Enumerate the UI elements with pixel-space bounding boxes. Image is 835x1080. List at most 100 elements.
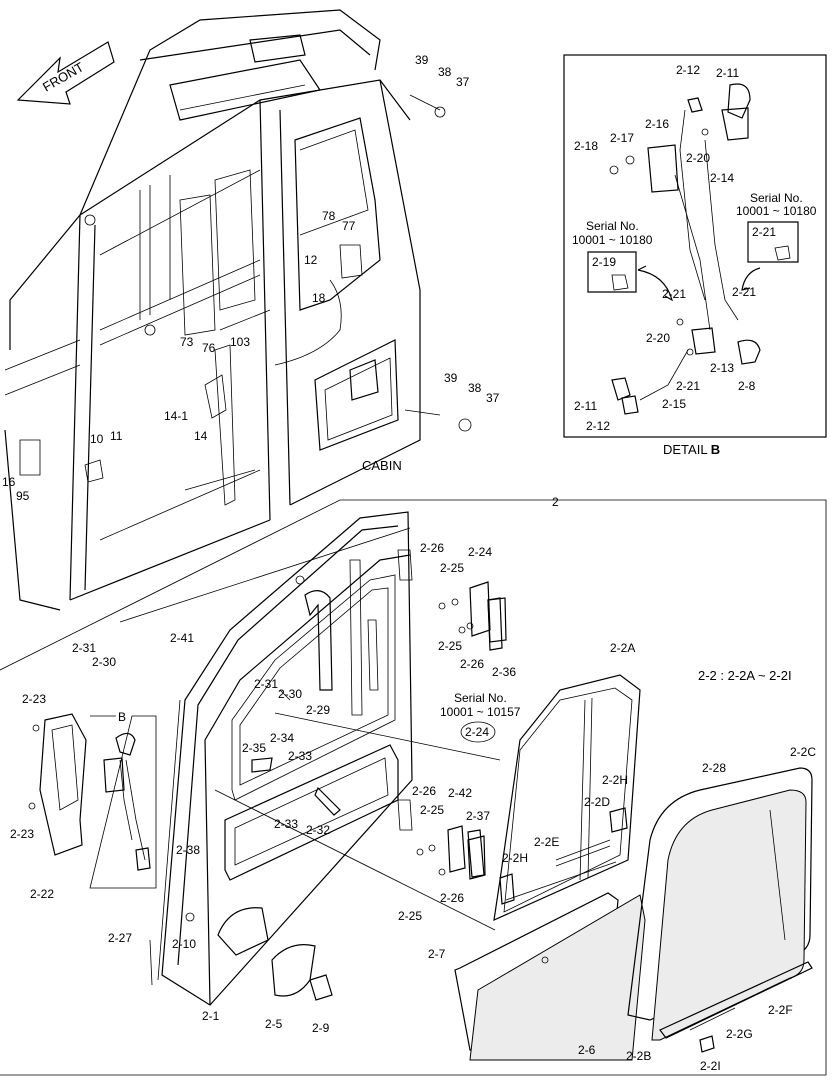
part-label: 2-19	[592, 255, 616, 269]
part-label: 2-24	[468, 545, 492, 559]
part-label: 2-14	[710, 171, 734, 185]
serial-range: 10001 ~ 10180	[736, 204, 817, 218]
part-label: 2-42	[448, 786, 472, 800]
part-label: 73	[180, 335, 194, 349]
seal-strip	[467, 829, 485, 878]
part-label: 2-17	[610, 131, 634, 145]
part-label: 37	[486, 391, 500, 405]
door-mirror	[271, 944, 333, 1001]
lower-glass	[454, 892, 646, 1061]
inset-b-label: B	[118, 710, 126, 724]
part-label: 2-12	[676, 63, 700, 77]
part-label: 2-2B	[626, 1049, 651, 1063]
part-label: 2-2E	[534, 835, 559, 849]
part-label: 2-20	[686, 151, 710, 165]
part-label: 77	[342, 219, 356, 233]
weather-strip	[149, 699, 181, 986]
part-label: 2-34	[270, 731, 294, 745]
part-label: 2-21	[676, 379, 700, 393]
part-label: 2-7	[428, 947, 446, 961]
part-label: 11	[110, 429, 123, 443]
part-label: 2-18	[574, 139, 598, 153]
part-label: 2-2G	[726, 1027, 753, 1041]
part-label: 2-1	[202, 1009, 220, 1023]
part-label: 2-10	[172, 937, 196, 951]
cabin-frame	[4, 9, 472, 611]
part-label: 2-21	[752, 225, 776, 239]
serial-caption: Serial No.	[750, 191, 803, 205]
part-label: 2-29	[306, 703, 330, 717]
part-label: 2-5	[265, 1017, 283, 1031]
part-label: 39	[444, 371, 458, 385]
part-label: 2-38	[176, 843, 200, 857]
serial-range: 10001 ~ 10157	[440, 705, 521, 719]
part-label: 2-2A	[610, 641, 635, 655]
part-label: 14-1	[164, 409, 188, 423]
assembly-note: 2-2 : 2-2A ~ 2-2I	[698, 668, 792, 683]
part-label: 14	[194, 429, 208, 443]
part-label: 2-2H	[502, 851, 528, 865]
part-label: 2-41	[170, 631, 194, 645]
part-label: 2-25	[398, 909, 422, 923]
part-label: 2-26	[440, 891, 464, 905]
part-label: 2-33	[274, 817, 298, 831]
part-label: 103	[230, 335, 250, 349]
serial-part-circle	[460, 721, 496, 743]
part-label: 2-2F	[768, 1003, 793, 1017]
serial-caption: Serial No.	[454, 691, 507, 705]
part-label: 12	[304, 253, 318, 267]
part-label: 95	[16, 489, 30, 503]
part-label: 2-33	[288, 749, 312, 763]
part-label: 2-2H	[602, 773, 628, 787]
part-label: 2-30	[278, 687, 302, 701]
part-label: 38	[438, 65, 452, 79]
part-label: 37	[456, 75, 470, 89]
part-label: 2-30	[92, 655, 116, 669]
part-label: 2-2I	[700, 1059, 721, 1073]
part-label: 2-26	[420, 541, 444, 555]
cabin-label: CABIN	[362, 458, 402, 473]
detail-title: DETAIL B	[663, 442, 720, 457]
part-label: 2-22	[30, 887, 54, 901]
part-label: 2-9	[312, 1021, 330, 1035]
part-label: 2-12	[586, 419, 610, 433]
door-frame	[161, 511, 413, 1006]
part-label: 2-32	[306, 823, 330, 837]
part-label: 10	[90, 432, 104, 446]
part-label: 78	[322, 209, 336, 223]
front-arrow-icon: FRONT	[16, 41, 115, 105]
detail-b-panel	[563, 54, 827, 438]
part-label: 2-31	[254, 677, 278, 691]
part-label: 2-13	[710, 361, 734, 375]
part-label: 2-2D	[584, 795, 610, 809]
part-label: 39	[415, 53, 429, 67]
part-label: 38	[468, 381, 482, 395]
part-label: 18	[312, 291, 326, 305]
part-label: 2-2C	[790, 745, 816, 759]
front-label: FRONT	[40, 59, 86, 94]
serial-range: 10001 ~ 10180	[572, 233, 653, 247]
part-label: 2-25	[440, 561, 464, 575]
part-label: 2-23	[22, 692, 46, 706]
part-label: 2-8	[738, 379, 756, 393]
serial-caption: Serial No.	[586, 219, 639, 233]
part-label: 2-11	[574, 399, 597, 413]
door-assembly-boundary	[0, 499, 827, 1076]
seal-strip	[487, 597, 503, 651]
upper-sliding-window	[493, 674, 641, 921]
part-label: 2-24	[465, 725, 489, 739]
part-label: 2-15	[662, 397, 686, 411]
part-label: 2-37	[466, 809, 490, 823]
part-label: 2-25	[420, 803, 444, 817]
part-label: 2-23	[10, 827, 34, 841]
door-callout: 2	[552, 495, 559, 509]
part-label: 2-35	[242, 741, 266, 755]
part-label: 2-20	[646, 331, 670, 345]
part-label: 2-25	[438, 639, 462, 653]
inset-b-panel	[89, 715, 157, 889]
window-rail	[659, 961, 813, 1053]
part-label: 16	[2, 475, 16, 489]
part-label: 2-28	[702, 761, 726, 775]
part-label: 2-11	[716, 66, 739, 80]
